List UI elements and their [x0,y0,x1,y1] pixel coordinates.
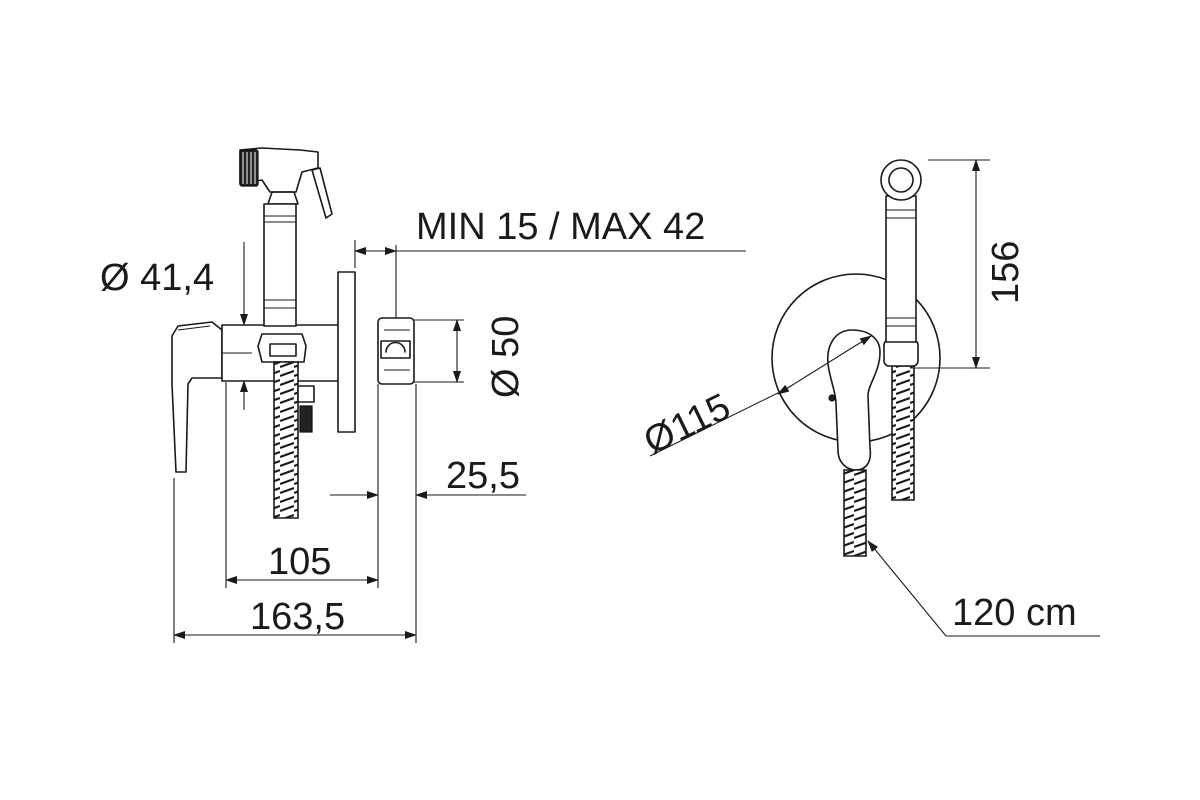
label-25-5: 25,5 [446,455,520,497]
dimensions-front [649,159,1100,637]
dimensions-side [173,240,746,643]
spray-nozzle [239,149,259,187]
front-nozzle [888,167,914,193]
rear-body [377,317,415,385]
front-spray-head [880,159,922,201]
handle-holder [257,333,307,363]
lever-handle [171,321,223,473]
wall-flange-side [337,271,356,433]
label-diameter-115: Ø115 [638,386,737,463]
front-view [771,159,941,557]
label-156: 156 [985,241,1027,304]
front-holder [883,339,919,367]
label-163-5: 163,5 [250,596,345,638]
hose-length-leader [867,540,947,637]
hose-connector [297,385,315,403]
spray-grip [263,203,297,327]
label-diameter-41-4: Ø 41,4 [100,257,214,299]
label-hose-length: 120 cm [952,592,1077,634]
hose-front [891,365,915,501]
label-105: 105 [268,541,331,583]
side-view [171,147,415,519]
label-min-max: MIN 15 / MAX 42 [416,206,705,248]
hose-front-lower [843,469,867,557]
dim-115-arrows [777,335,872,395]
label-diameter-50: Ø 50 [485,316,527,398]
spray-trigger [311,167,333,219]
hose-side [273,361,299,519]
